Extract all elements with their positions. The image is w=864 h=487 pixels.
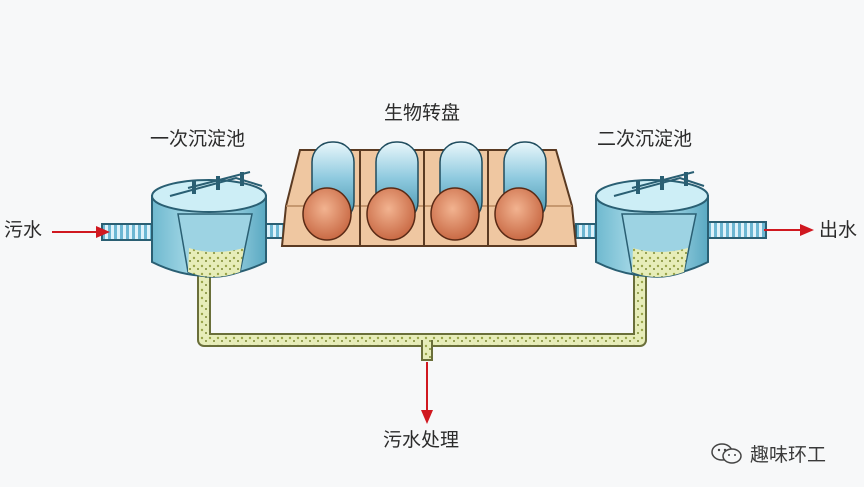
influent-label: 污水 [4, 219, 43, 241]
watermark: 趣味环工 [710, 440, 826, 467]
effluent-pipe [705, 221, 767, 239]
sludge-pipe [197, 270, 647, 361]
drum-dividers [359, 150, 489, 246]
drum-1 [302, 141, 355, 241]
secondary-tank-label: 二次沉淀池 [597, 128, 693, 150]
connecting-pipe-right [575, 223, 599, 239]
rotating-disc-label: 生物转盘 [384, 102, 461, 124]
drum-4 [494, 141, 547, 241]
effluent-label: 出水 [819, 219, 858, 241]
sludge-treatment-label: 污水处理 [383, 429, 460, 451]
secondary-tank [595, 171, 709, 278]
drum-2 [366, 141, 419, 241]
effluent-arrow [764, 224, 814, 236]
primary-tank-label: 一次沉淀池 [150, 128, 246, 150]
influent-arrow [52, 226, 110, 238]
primary-tank [151, 171, 267, 278]
wechat-icon [711, 442, 742, 464]
watermark-text: 趣味环工 [750, 444, 827, 466]
sludge-arrow [421, 362, 433, 424]
drum-3 [430, 141, 483, 241]
